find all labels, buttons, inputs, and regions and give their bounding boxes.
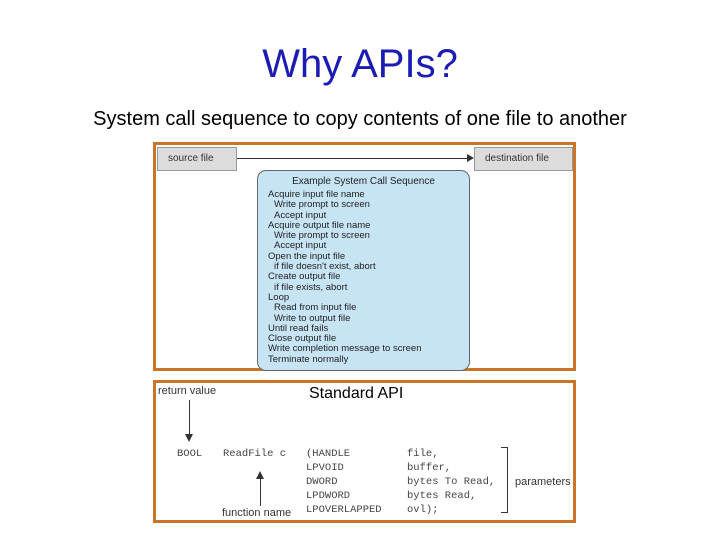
sequence-step: Create output file (268, 271, 341, 283)
slide-subtitle: System call sequence to copy contents of… (93, 108, 627, 130)
sequence-step: Until read fails (268, 322, 329, 334)
parameter-type: LPVOID (306, 462, 344, 474)
sequence-step: Read from input file (274, 302, 357, 314)
return-arrow-head (185, 434, 193, 442)
parameter-name: bytes To Read, (407, 476, 496, 488)
system-call-figure: source file destination file Example Sys… (153, 142, 576, 371)
destination-file-box: destination file (474, 147, 573, 171)
parameter-type: LPDWORD (306, 490, 351, 502)
system-call-sequence-box: Example System Call Sequence Acquire inp… (257, 170, 470, 371)
parameter-name: buffer, (407, 462, 452, 474)
sequence-step: Write to output file (274, 312, 351, 324)
sequence-step: Terminate normally (268, 353, 349, 365)
sequence-title: Example System Call Sequence (292, 176, 435, 187)
parameters-bracket (501, 447, 508, 513)
parameter-name: ovl); (407, 504, 439, 516)
standard-api-figure: return value Standard API BOOL ReadFile … (153, 380, 576, 523)
sequence-step: Accept input (274, 240, 327, 252)
copy-arrow-head (467, 154, 474, 162)
parameter-name: file, (407, 448, 439, 460)
source-file-box: source file (157, 147, 237, 171)
sequence-step: Write prompt to screen (274, 199, 370, 211)
sequence-step: if file exists, abort (274, 281, 348, 293)
sequence-step: Acquire input file name (268, 189, 365, 200)
parameter-name: bytes Read, (407, 490, 477, 502)
parameter-names: file, buffer, bytes To Read, bytes Read, ovl… (407, 447, 495, 517)
function-name-label: function name (222, 507, 292, 519)
return-value-label: return value (158, 385, 217, 397)
slide-title: Why APIs? (262, 42, 458, 86)
sequence-step: Write prompt to screen (274, 230, 370, 242)
sequence-step: Accept input (274, 209, 327, 221)
sequence-step: Loop (268, 291, 290, 303)
sequence-step: Open the input file (268, 250, 346, 262)
function-name-arrow-line (260, 478, 261, 506)
parameters-label: parameters (515, 476, 571, 488)
sequence-step: Acquire output file name (268, 219, 371, 231)
sequence-step: Write completion message to screen (268, 343, 422, 355)
parameter-types: (HANDLE LPVOID DWORD LPDWORD LPOVERLAPPED (306, 447, 382, 517)
copy-arrow-line (237, 158, 469, 159)
parameter-type: (HANDLE (306, 448, 351, 460)
parameter-type: DWORD (306, 476, 338, 488)
return-type: BOOL (177, 448, 203, 460)
function-name-arrow-head (256, 471, 264, 479)
function-signature: ReadFile c (223, 448, 287, 460)
sequence-step: if file doesn't exist, abort (274, 261, 376, 273)
standard-api-label: Standard API (309, 385, 404, 402)
sequence-step: Close output file (268, 333, 337, 345)
return-arrow-line (189, 400, 190, 436)
parameter-type: LPOVERLAPPED (306, 504, 382, 516)
